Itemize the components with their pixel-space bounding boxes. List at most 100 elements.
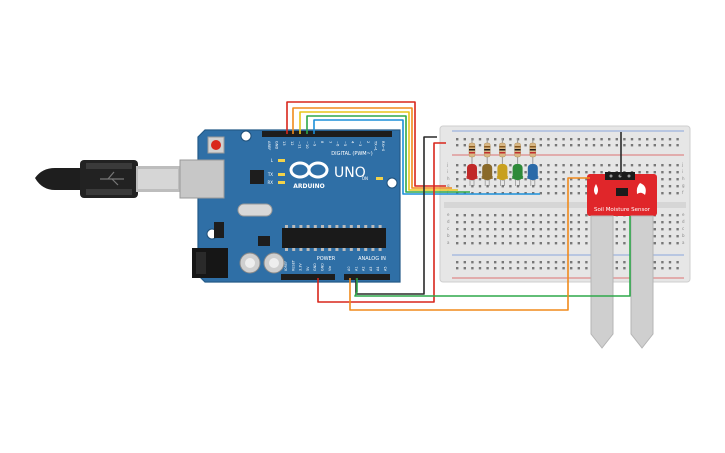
breadboard-hole [463, 144, 466, 147]
breadboard-hole [547, 228, 550, 231]
breadboard-hole [547, 138, 550, 141]
breadboard-hole [486, 214, 489, 217]
breadboard-hole [554, 164, 558, 167]
digital-pin-label: ~11 [297, 141, 301, 149]
wire-green-pin10 [306, 115, 470, 193]
breadboard-hole [478, 185, 482, 188]
breadboard-hole [539, 267, 542, 270]
breadboard-hole [646, 138, 649, 141]
breadboard-hole [486, 235, 489, 238]
digital-pin-label: ~6 [335, 141, 339, 147]
analog-header [344, 274, 390, 280]
breadboard-hole [570, 214, 573, 217]
analog-pin-label: A1 [354, 267, 358, 271]
analog-pin-label: A0 [347, 267, 351, 271]
breadboard-hole [562, 267, 565, 270]
breadboard-hole [585, 267, 588, 270]
row-letter: c [447, 226, 449, 231]
breadboard-hole [676, 221, 679, 224]
breadboard-hole [562, 138, 565, 141]
breadboard-hole [471, 242, 474, 245]
breadboard-hole [676, 267, 679, 270]
power-pin-label: GND [313, 263, 317, 271]
breadboard-hole [661, 221, 664, 224]
digital-header-label: DIGITAL (PWM~) [331, 151, 373, 157]
breadboard-hole [600, 138, 603, 141]
breadboard-hole [547, 185, 550, 188]
chip-pin [364, 225, 368, 228]
breadboard-hole [592, 144, 596, 147]
breadboard-hole [547, 267, 550, 270]
breadboard-hole [585, 164, 588, 167]
breadboard-hole [524, 221, 527, 224]
wire-yellow-pin11 [299, 111, 458, 191]
wire-blue-pin9 [313, 119, 540, 195]
breadboard-hole [478, 178, 482, 181]
breadboard-hole [585, 242, 588, 245]
breadboard-hole [494, 221, 497, 224]
analog-header-label: ANALOG IN [358, 256, 386, 262]
digital-pin-label: GND [275, 141, 279, 149]
chip-pin [342, 248, 346, 251]
chip-pin [306, 248, 310, 251]
breadboard-hole [570, 242, 573, 245]
breadboard-hole [615, 261, 618, 264]
breadboard-hole [615, 267, 618, 270]
breadboard-hole [509, 242, 512, 245]
breadboard-hole [585, 138, 588, 141]
row-letter: b [682, 233, 685, 238]
breadboard-hole [524, 214, 527, 217]
breadboard-hole [547, 221, 550, 224]
breadboard-hole [661, 261, 664, 264]
mounting-hole [386, 177, 398, 189]
breadboard-hole [501, 214, 504, 217]
breadboard-hole [570, 178, 573, 181]
breadboard-hole [570, 185, 573, 188]
breadboard-hole [661, 267, 664, 270]
row-letter: g [447, 183, 450, 188]
breadboard-hole [547, 171, 550, 174]
breadboard-hole [547, 164, 550, 167]
breadboard-hole [676, 214, 679, 217]
breadboard-hole [676, 261, 679, 264]
breadboard-hole [516, 221, 520, 224]
power-pin-label: IOREF [284, 261, 288, 271]
breadboard-hole [668, 221, 672, 224]
breadboard-hole [547, 178, 550, 181]
breadboard-hole [471, 185, 474, 188]
breadboard-hole [509, 164, 512, 167]
sensor-chip [616, 188, 628, 196]
breadboard-hole [516, 214, 520, 217]
breadboard-hole [630, 164, 634, 167]
breadboard-hole [547, 235, 550, 238]
breadboard-hole [516, 261, 520, 264]
water-drop-icon [594, 184, 598, 195]
breadboard-hole [608, 138, 611, 141]
breadboard-hole [516, 242, 520, 245]
center-channel [444, 202, 686, 208]
chip-pin [313, 225, 317, 228]
soil-moisture-sensor: Soil Moisture Sensor [587, 172, 657, 349]
breadboard-hole [509, 214, 512, 217]
resistors [468, 138, 537, 164]
row-letter: i [682, 169, 683, 174]
chip-pin [342, 225, 346, 228]
row-letter: j [681, 162, 683, 167]
reset-button[interactable] [207, 136, 225, 154]
board-leds: L TX RX ON [267, 158, 383, 185]
infinity-icon [289, 161, 329, 179]
breadboard-hole [653, 138, 656, 141]
breadboard-hole [509, 235, 512, 238]
breadboard-hole [585, 192, 588, 195]
breadboard-hole [562, 221, 565, 224]
breadboard-hole [562, 178, 565, 181]
breadboard-hole [471, 221, 474, 224]
wire-black-gnd-top [355, 136, 437, 295]
breadboard-hole [524, 228, 527, 231]
breadboard-hole [577, 185, 580, 188]
breadboard-hole [509, 178, 512, 181]
breadboard-hole [486, 261, 489, 264]
chip-pin [378, 248, 382, 251]
resistor [499, 142, 506, 158]
